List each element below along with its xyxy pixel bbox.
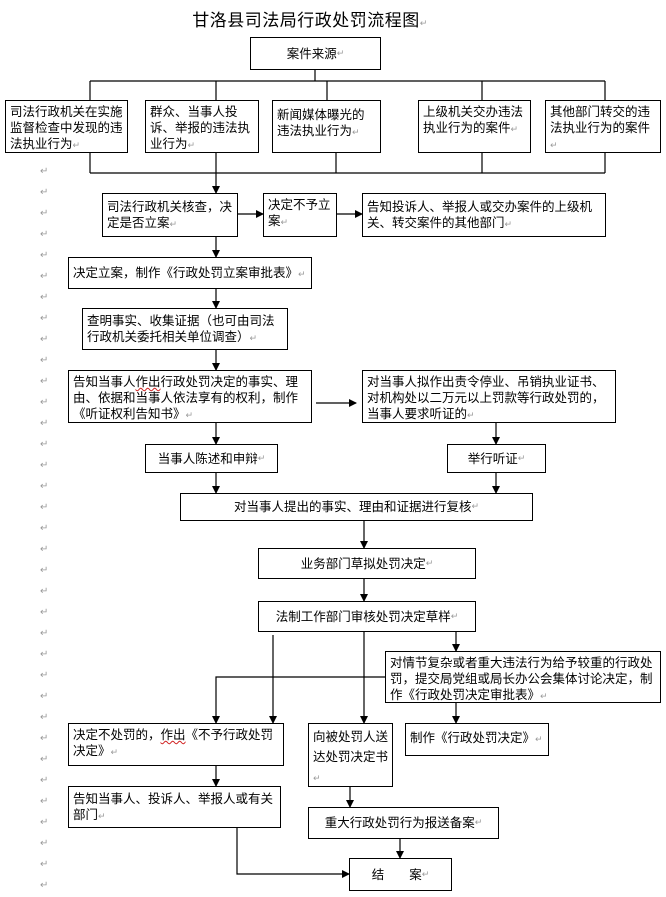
paragraph-mark: ↵ [40, 586, 49, 597]
paragraph-mark: ↵ [40, 355, 49, 366]
node-draft-decision: 业务部门草拟处罚决定↵ [258, 548, 476, 579]
node-source-superior: 上级机关交办违法执业行为的案件↵ [418, 100, 531, 153]
node-source-media: 新闻媒体曝光的违法执业行为↵ [272, 100, 381, 153]
paragraph-mark: ↵ [40, 166, 49, 177]
node-source-complaint: 群众、当事人投诉、举报的违法执业行为↵ [145, 100, 259, 153]
paragraph-mark: ↵ [40, 502, 49, 513]
node-notify-party: 告知当事人作出行政处罚决定的事实、理由、依据和当事人依法享有的权利，制作《听证权… [68, 370, 312, 423]
paragraph-mark: ↵ [40, 523, 49, 534]
paragraph-mark: ↵ [40, 754, 49, 765]
chart-title: 甘洛县司法局行政处罚流程图↵ [192, 11, 428, 31]
paragraph-mark: ↵ [40, 250, 49, 261]
node-no-filing: 决定不予立案↵ [263, 193, 337, 237]
paragraph-mark: ↵ [40, 418, 49, 429]
paragraph-mark: ↵ [40, 691, 49, 702]
paragraph-mark: ↵ [40, 628, 49, 639]
node-notify-parties-final: 告知当事人、投诉人、举报人或有关部门↵ [68, 786, 281, 828]
node-deliver-decision: 向被处罚人送达处罚决定书↵ [308, 723, 393, 787]
node-statement-defense: 当事人陈述和申辩↵ [145, 444, 278, 473]
paragraph-mark: ↵ [40, 334, 49, 345]
arrow-notify-to-close [236, 827, 350, 878]
paragraph-mark: ↵ [40, 880, 49, 891]
node-investigate: 查明事实、收集证据（也可由司法行政机关委托相关单位调查）↵ [82, 308, 288, 350]
node-hearing-condition: 对当事人拟作出责令停业、吊销执业证书、对机构处以二万元以上罚款等行政处罚的，当事… [362, 370, 616, 423]
node-make-decision: 制作《行政处罚决定》↵ [405, 723, 549, 756]
arrow-collective-to-no-penalty [212, 676, 385, 724]
node-notify-no-filing: 告知投诉人、举报人或交办案件的上级机关、转交案件的其他部门↵ [362, 193, 606, 237]
paragraph-mark: ↵ [40, 859, 49, 870]
paragraph-mark: ↵ [40, 670, 49, 681]
node-no-penalty: 决定不处罚的，作出《不予行政处罚决定》↵ [68, 723, 284, 766]
paragraph-mark: ↵ [40, 817, 49, 828]
paragraph-mark: ↵ [40, 187, 49, 198]
node-recheck: 对当事人提出的事实、理由和证据进行复核↵ [180, 493, 533, 521]
paragraph-mark: ↵ [40, 292, 49, 303]
paragraph-mark: ↵ [40, 481, 49, 492]
node-review-filing: 司法行政机关核查，决定是否立案↵ [102, 193, 238, 237]
node-source-inspection: 司法行政机关在实施监督检查中发现的违法执业行为↵ [5, 100, 128, 153]
node-report-filing: 重大行政处罚行为报送备案↵ [308, 807, 499, 839]
node-collective-discussion: 对情节复杂或者重大违法行为给予较重的行政处罚，提交局党组或局长办公会集体讨论决定… [385, 651, 661, 703]
paragraph-mark: ↵ [40, 460, 49, 471]
paragraph-mark: ↵ [40, 733, 49, 744]
paragraph-mark: ↵ [40, 712, 49, 723]
node-file-case: 决定立案，制作《行政处罚立案审批表》↵ [68, 257, 312, 289]
paragraph-mark: ↵ [40, 208, 49, 219]
paragraph-mark: ↵ [40, 607, 49, 618]
paragraph-mark: ↵ [40, 838, 49, 849]
paragraph-mark: ↵ [40, 775, 49, 786]
paragraph-mark: ↵ [40, 229, 49, 240]
node-case-source: 案件来源↵ [250, 37, 381, 70]
paragraph-mark: ↵ [40, 796, 49, 807]
paragraph-mark: ↵ [40, 439, 49, 450]
paragraph-mark: ↵ [40, 544, 49, 555]
paragraph-mark: ↵ [40, 376, 49, 387]
node-source-other-dept: 其他部门转交的违法执业行为的案件↵ [545, 100, 661, 153]
node-hold-hearing: 举行听证↵ [447, 444, 546, 473]
node-legal-review: 法制工作部门审核处罚决定草样↵ [258, 601, 476, 632]
paragraph-mark: ↵ [40, 271, 49, 282]
paragraph-mark: ↵ [40, 313, 49, 324]
node-close-case: 结 案↵ [349, 858, 452, 891]
paragraph-mark: ↵ [40, 397, 49, 408]
paragraph-mark: ↵ [40, 649, 49, 660]
paragraph-mark: ↵ [40, 565, 49, 576]
